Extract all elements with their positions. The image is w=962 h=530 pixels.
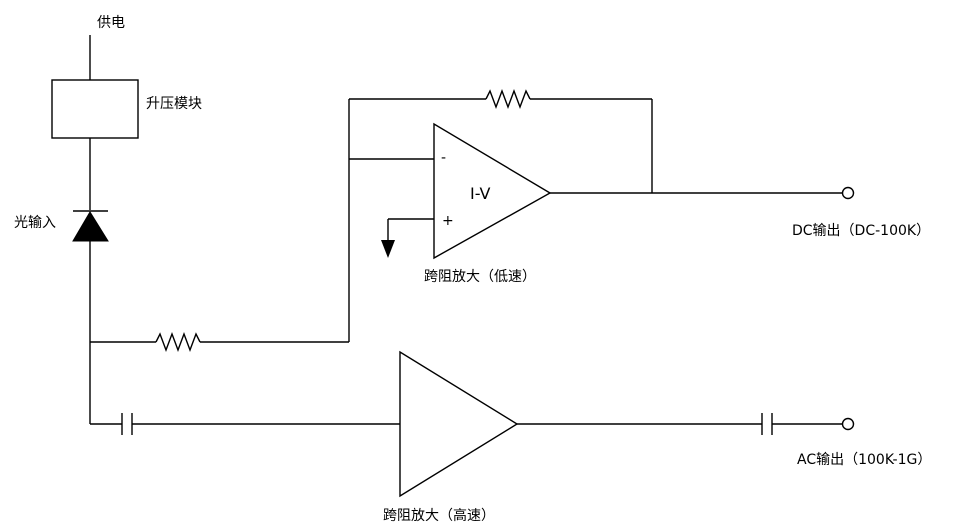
ac-output-terminal	[841, 417, 855, 431]
input-resistor	[155, 332, 201, 352]
plus-sign: +	[442, 213, 454, 229]
tia-low-label: 跨阻放大（低速）	[424, 269, 536, 285]
minus-sign: -	[441, 150, 446, 166]
opamp-label: I-V	[470, 184, 491, 203]
photodiode	[72, 210, 109, 242]
light-input-label: 光输入	[14, 215, 56, 231]
photodiode-triangle	[72, 211, 109, 242]
boost-module-label: 升压模块	[146, 96, 202, 112]
feedback-resistor	[485, 89, 531, 109]
power-label: 供电	[97, 15, 125, 31]
ac-output-label: AC输出（100K-1G）	[797, 452, 931, 468]
amp-high-speed	[399, 350, 519, 498]
ground-arrow-icon	[381, 240, 395, 258]
boost-module-box	[51, 79, 139, 139]
opamp-low-speed	[433, 122, 552, 260]
dc-output-terminal	[841, 186, 855, 200]
dc-output-label: DC输出（DC-100K）	[792, 223, 930, 239]
tia-high-label: 跨阻放大（高速）	[383, 507, 495, 524]
